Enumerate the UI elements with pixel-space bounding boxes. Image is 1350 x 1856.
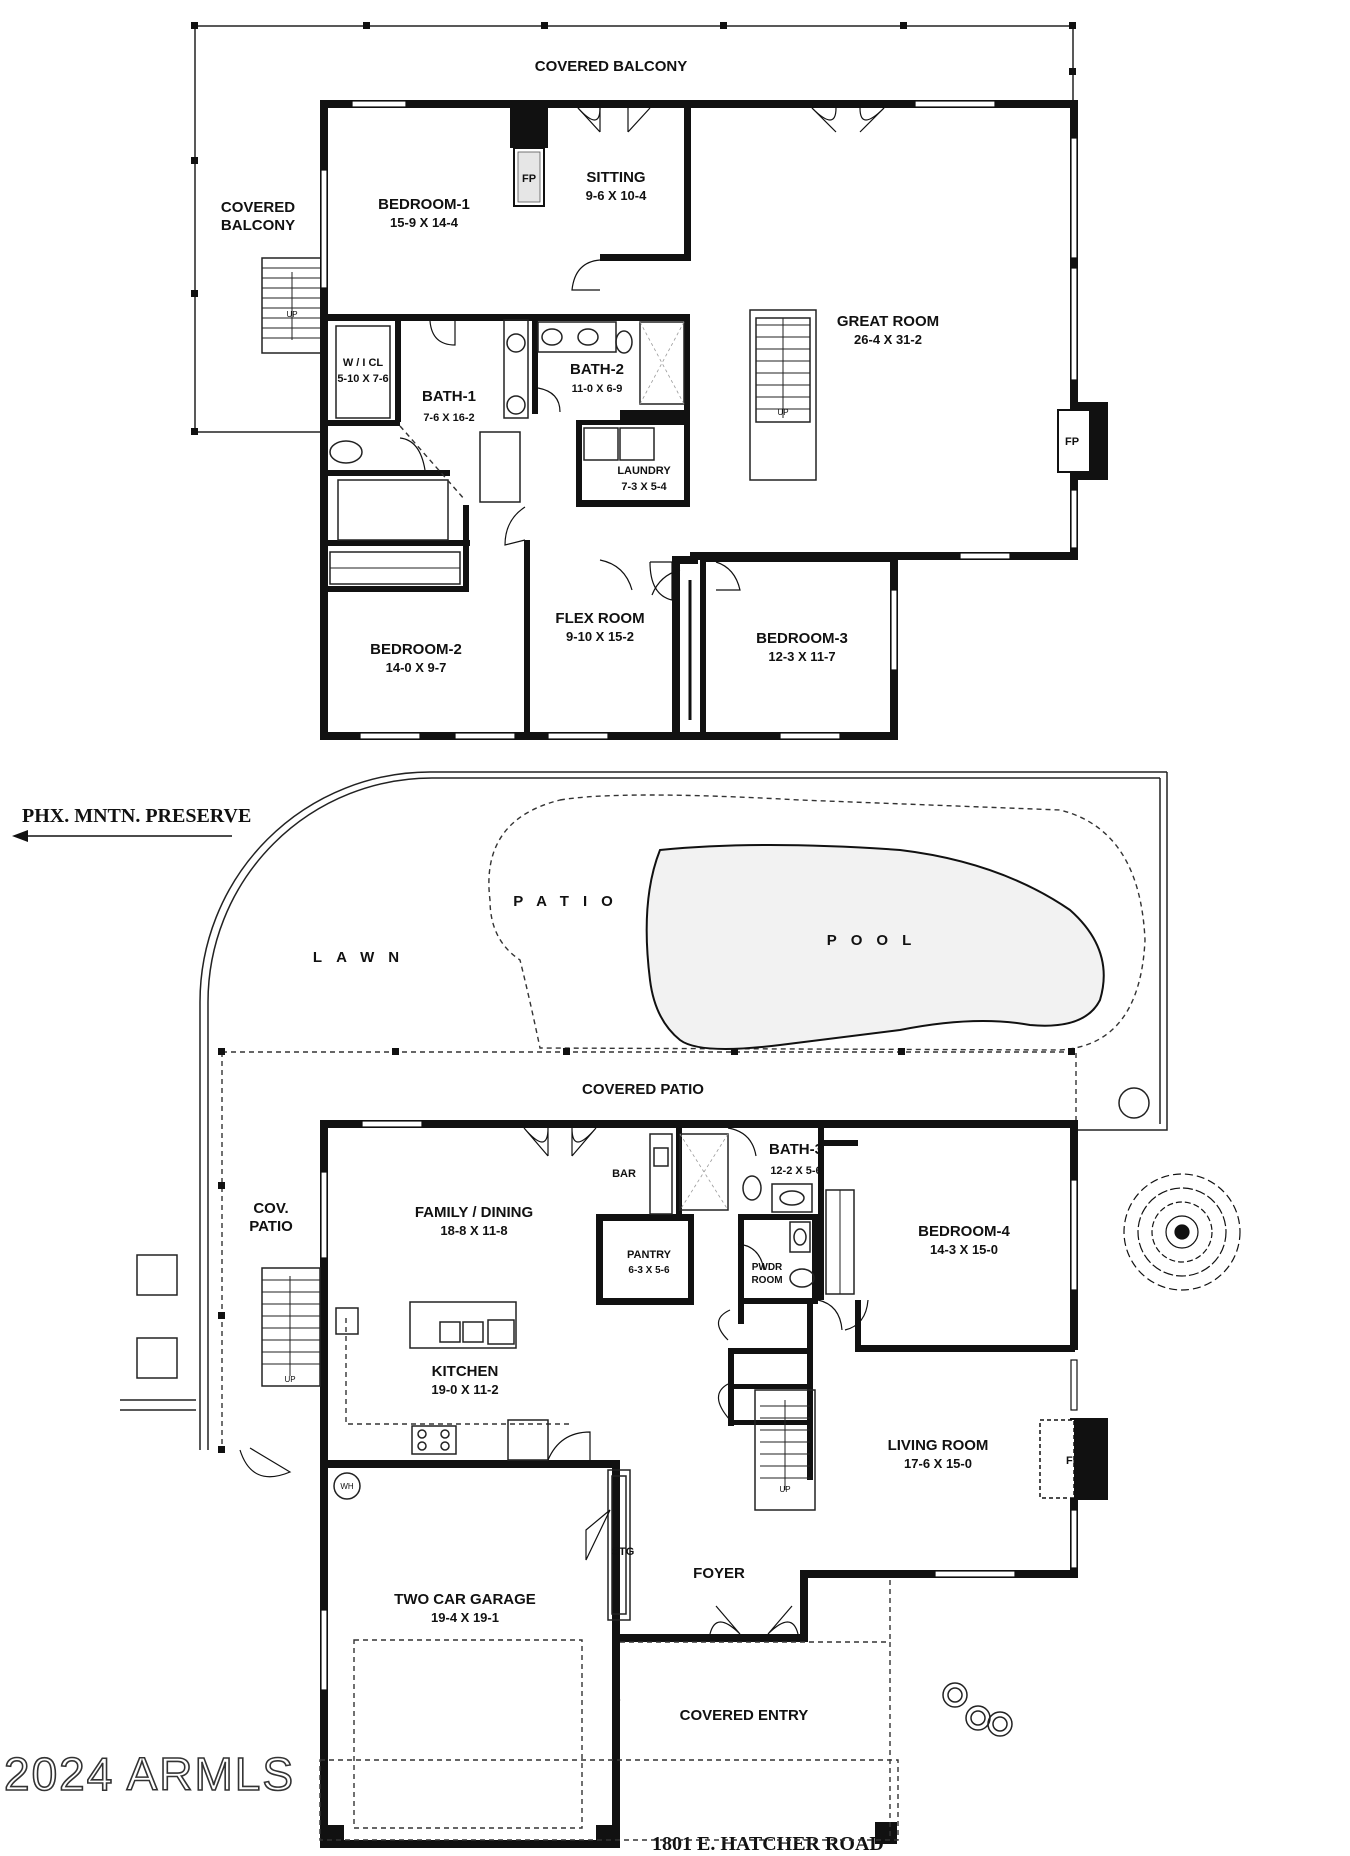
cov-patio-label-1: COV.	[253, 1200, 288, 1217]
sitting-name: SITTING	[586, 169, 645, 186]
living-room-name: LIVING ROOM	[888, 1437, 989, 1454]
fireplace-living-room-label: FP	[1066, 1455, 1080, 1467]
pwdr-room-label-2: ROOM	[751, 1275, 782, 1286]
laundry-name: LAUNDRY	[617, 465, 671, 477]
kitchen-dims: 19-0 X 11-2	[431, 1382, 498, 1397]
great-room-dims: 26-4 X 31-2	[854, 332, 922, 347]
great-room-stairs: UP	[749, 309, 817, 481]
laundry-dims: 7-3 X 5-4	[621, 481, 667, 493]
kitchen-name: KITCHEN	[432, 1363, 499, 1380]
living-room-dims: 17-6 X 15-0	[904, 1456, 972, 1471]
foyer-stairs-up: UP	[779, 1485, 790, 1494]
garage-dims: 19-4 X 19-1	[431, 1610, 499, 1625]
property-outline-right	[1070, 772, 1168, 1131]
bedroom4-name: BEDROOM-4	[918, 1223, 1010, 1240]
bar-label: BAR	[612, 1168, 636, 1180]
flex-room-name: FLEX ROOM	[555, 610, 644, 627]
pwdr-room-label-1: PWDR	[752, 1262, 783, 1273]
family-dining-dims: 18-8 X 11-8	[440, 1223, 507, 1238]
storage-label: STG	[612, 1546, 635, 1558]
bedroom4-dims: 14-3 X 15-0	[930, 1242, 998, 1257]
bath2-name: BATH-2	[570, 361, 624, 378]
bath1-dims: 7-6 X 16-2	[423, 412, 474, 424]
pantry-name: PANTRY	[627, 1249, 672, 1261]
covered-patio-label: COVERED PATIO	[582, 1081, 704, 1098]
covered-entry-label: COVERED ENTRY	[680, 1707, 809, 1724]
bath3-name: BATH-3	[769, 1141, 823, 1158]
pool-shape	[645, 844, 1105, 1050]
bath2-dims: 11-0 X 6-9	[572, 383, 623, 395]
bedroom1-dims: 15-9 X 14-4	[390, 215, 459, 230]
site-circle	[1118, 1087, 1150, 1119]
balcony-stairs-up: UP	[286, 310, 297, 319]
covered-balcony-top-label: COVERED BALCONY	[535, 58, 688, 75]
fireplace-great-room-label: FP	[1065, 436, 1079, 448]
pool-label: POOL	[827, 932, 926, 949]
site-box-2	[136, 1337, 178, 1379]
patio-stairs-up: UP	[284, 1375, 295, 1384]
bedroom3-name: BEDROOM-3	[756, 630, 848, 647]
armls-watermark: 2024 ARMLS	[4, 1748, 295, 1800]
shrub-icons	[942, 1682, 1013, 1737]
balcony-stairs: UP	[261, 257, 323, 354]
wicl-dims: 5-10 X 7-6	[337, 373, 388, 385]
cov-patio-label-2: PATIO	[249, 1218, 293, 1235]
lawn-label: LAWN	[313, 949, 413, 966]
preserve-arrow-head	[12, 830, 28, 842]
covered-balcony-left-label-2: BALCONY	[221, 217, 295, 234]
property-outline-curve	[199, 771, 1167, 1450]
sitting-dims: 9-6 X 10-4	[586, 188, 647, 203]
lower-floor: FP	[218, 1048, 1108, 1848]
covered-balcony-left-label-1: COVERED	[221, 199, 295, 216]
tree-icon	[1123, 1173, 1241, 1291]
bath3-dims: 12-2 X 5-6	[770, 1165, 821, 1177]
wicl-name: W / I CL	[343, 357, 384, 369]
preserve-direction-label: PHX. MNTN. PRESERVE	[22, 805, 251, 827]
bath1-name: BATH-1	[422, 388, 476, 405]
great-room-name: GREAT ROOM	[837, 313, 939, 330]
patio-outline	[488, 794, 1146, 1051]
foyer-stairs: UP	[754, 1389, 816, 1511]
upper-floor: UP FP FP	[191, 22, 1108, 740]
fireplace-bedroom1-label: FP	[522, 173, 536, 185]
site-plan: PHX. MNTN. PRESERVE PATIO POOL LAWN 1801…	[12, 771, 1241, 1855]
pantry-dims: 6-3 X 5-6	[628, 1265, 670, 1276]
flex-room-dims: 9-10 X 15-2	[566, 629, 634, 644]
bedroom3-dims: 12-3 X 11-7	[768, 649, 835, 664]
street-address: 1801 E. HATCHER ROAD	[652, 1833, 884, 1855]
bedroom2-dims: 14-0 X 9-7	[386, 660, 447, 675]
patio-label: PATIO	[513, 893, 627, 910]
patio-stairs: UP	[261, 1267, 321, 1387]
garage-name: TWO CAR GARAGE	[394, 1591, 536, 1608]
family-dining-name: FAMILY / DINING	[415, 1204, 533, 1221]
water-heater-label: WH	[340, 1482, 354, 1491]
bedroom2-name: BEDROOM-2	[370, 641, 462, 658]
foyer-label: FOYER	[693, 1565, 745, 1582]
great-room-stairs-up: UP	[777, 408, 788, 417]
site-box-1	[136, 1254, 178, 1296]
bedroom1-name: BEDROOM-1	[378, 196, 470, 213]
